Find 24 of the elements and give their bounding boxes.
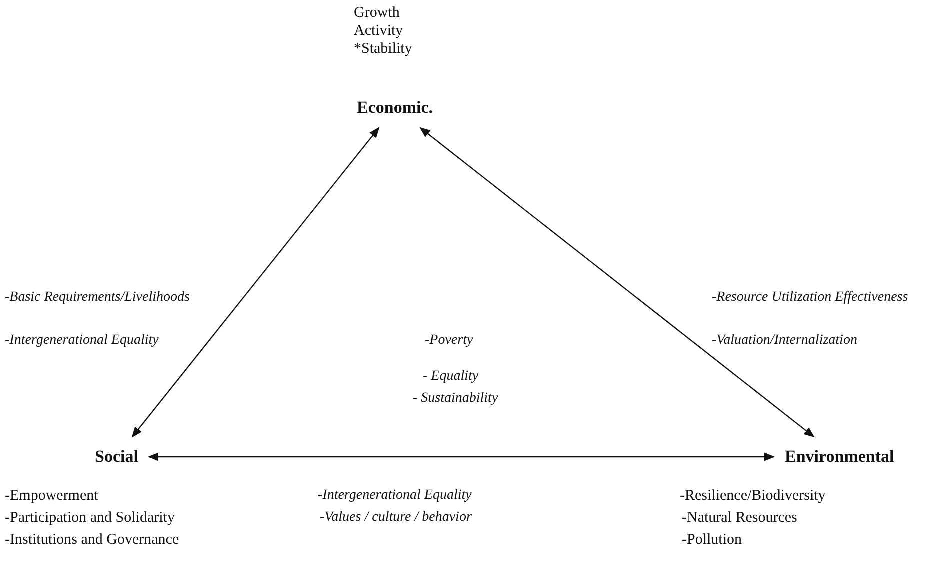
interaction-note: - Sustainability xyxy=(413,390,498,408)
interaction-note: -Valuation/Internalization xyxy=(712,332,858,350)
economic-aspect: *Stability xyxy=(354,40,412,58)
double-headed-arrow xyxy=(420,127,815,438)
pillar-aspect: -Pollution xyxy=(682,531,742,549)
pillar-heading: Economic. xyxy=(354,96,436,120)
pillar-aspect: -Resilience/Biodiversity xyxy=(680,487,826,505)
pillar-aspect: -Participation and Solidarity xyxy=(5,509,175,527)
double-headed-arrow xyxy=(132,127,380,438)
interaction-note: -Poverty xyxy=(425,332,474,350)
pillar-aspect: -Natural Resources xyxy=(682,509,798,527)
interaction-note: - Equality xyxy=(423,368,479,386)
economic-aspect: Activity xyxy=(354,22,404,40)
economic-aspect: Growth xyxy=(354,4,400,22)
pillar-aspect: -Intergenerational Equality xyxy=(318,487,472,505)
pillar-aspect: -Institutions and Governance xyxy=(5,531,180,549)
interaction-note: -Basic Requirements/Livelihoods xyxy=(5,289,190,307)
pillar-aspect: -Empowerment xyxy=(5,487,98,505)
interaction-note: -Intergenerational Equality xyxy=(5,332,159,350)
interaction-note: -Resource Utilization Effectiveness xyxy=(712,289,908,307)
pillar-heading: Social xyxy=(92,445,142,469)
double-headed-arrow xyxy=(148,452,776,462)
pillar-heading: Environmental xyxy=(782,445,898,469)
pillar-aspect: -Values / culture / behavior xyxy=(320,509,472,527)
